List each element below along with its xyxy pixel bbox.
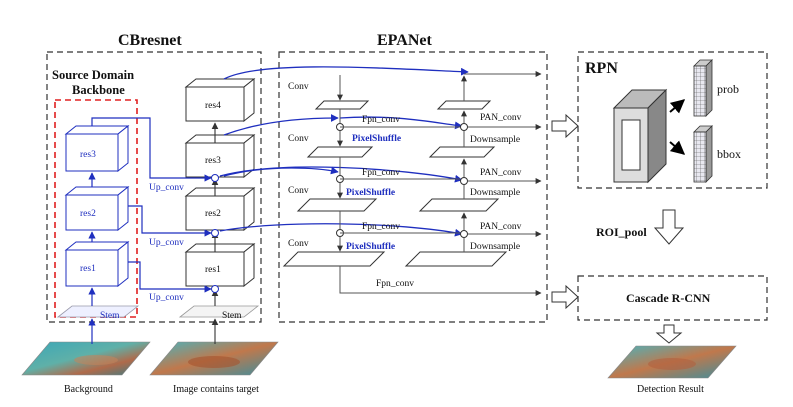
epa-sum-right-2 xyxy=(460,177,468,185)
link-res3-pan xyxy=(339,116,463,130)
rpn-title: RPN xyxy=(585,60,618,77)
target-image xyxy=(149,341,279,376)
source-domain-label-2: Backbone xyxy=(72,83,125,97)
rpn-arrow-prob xyxy=(669,99,686,114)
cascade-label: Cascade R-CNN xyxy=(626,291,711,305)
conv-label-1: Conv xyxy=(288,82,309,92)
pan-plate-4 xyxy=(404,251,508,267)
detection-result-image xyxy=(607,345,737,379)
fpn-plate-4 xyxy=(282,251,386,267)
epa-sum-right-3 xyxy=(460,230,468,238)
cascade-container xyxy=(577,275,768,321)
link-res2 xyxy=(223,166,339,177)
prob-grid-block xyxy=(693,59,713,117)
fpn-plate-1 xyxy=(314,100,370,110)
fpn-conv-label-2: Fpn_conv xyxy=(362,168,400,178)
target-res2-label: res2 xyxy=(205,209,221,219)
pan-plate-1 xyxy=(436,100,492,110)
source-res2-label: res2 xyxy=(80,209,96,219)
target-res3-label: res3 xyxy=(205,156,221,166)
pixelshuffle-label-3: PixelShuffle xyxy=(346,242,395,252)
source-res2-block: res2 xyxy=(64,185,130,232)
pan-conv-label-3: PAN_conv xyxy=(480,222,522,232)
roi-pool-label: ROI_pool xyxy=(596,225,647,239)
target-res2-block: res2 xyxy=(184,186,256,232)
bbox-grid-block xyxy=(693,125,713,183)
source-res1-label: res1 xyxy=(80,264,96,274)
rpn-arrow-bbox xyxy=(669,140,686,155)
epanet-container xyxy=(278,51,548,323)
upconv-label-3: Up_conv xyxy=(149,293,184,303)
conv-label-4: Conv xyxy=(288,239,309,249)
target-res3-block: res3 xyxy=(184,133,256,179)
target-stem-plate xyxy=(178,305,260,318)
pan-conv-label-2: PAN_conv xyxy=(480,168,522,178)
target-stem-label: Stem xyxy=(222,311,242,321)
fpn-plate-2 xyxy=(306,146,374,158)
pan-conv-label-1: PAN_conv xyxy=(480,113,522,123)
bbox-label: bbox xyxy=(717,147,741,161)
source-res1-block: res1 xyxy=(64,240,130,288)
prob-label: prob xyxy=(717,82,739,96)
link-res4-top xyxy=(223,66,469,80)
fpn-conv-label-3: Fpn_conv xyxy=(362,222,400,232)
block-arrow-rpn-down xyxy=(653,209,685,245)
sum-node-res3 xyxy=(211,174,219,182)
fpn-plate-3 xyxy=(296,198,378,212)
conv-label-3: Conv xyxy=(288,186,309,196)
downsample-label-2: Downsample xyxy=(470,188,520,198)
background-caption: Background xyxy=(64,384,113,395)
pixelshuffle-label-1: PixelShuffle xyxy=(352,134,401,144)
cbresnet-title: CBresnet xyxy=(118,32,182,49)
upconv-label-1: Up_conv xyxy=(149,183,184,193)
downsample-label-3: Downsample xyxy=(470,242,520,252)
sum-node-res1 xyxy=(211,285,219,293)
detection-result-caption: Detection Result xyxy=(637,384,704,395)
upconv-res2-line xyxy=(128,205,212,237)
pan-plate-2 xyxy=(428,146,496,158)
epa-sum-right-1 xyxy=(460,123,468,131)
upconv-res1-line xyxy=(128,261,212,293)
downsample-label-1: Downsample xyxy=(470,135,520,145)
block-arrow-to-cascade xyxy=(551,284,579,310)
source-stem-plate xyxy=(56,305,140,318)
sum-node-res2 xyxy=(211,229,219,237)
block-arrow-to-rpn xyxy=(551,113,579,139)
target-res1-block: res1 xyxy=(184,242,256,288)
source-res3-label: res3 xyxy=(80,150,96,160)
rpn-feature-block xyxy=(612,88,668,184)
cbresnet-container xyxy=(46,51,262,323)
rpn-container xyxy=(577,51,768,189)
upconv-label-2: Up_conv xyxy=(149,238,184,248)
target-res4-label: res4 xyxy=(205,101,221,111)
epanet-title: EPANet xyxy=(377,32,432,49)
source-domain-label-1: Source Domain xyxy=(52,68,134,82)
fpn-conv-label-4: Fpn_conv xyxy=(376,279,414,289)
fpn-conv-label-1: Fpn_conv xyxy=(362,115,400,125)
upconv-res3-line xyxy=(91,117,212,182)
source-res3-block: res3 xyxy=(64,124,130,173)
background-image xyxy=(21,341,151,376)
target-res1-label: res1 xyxy=(205,265,221,275)
pixelshuffle-label-2: PixelShuffle xyxy=(346,188,395,198)
block-arrow-cascade-down xyxy=(655,324,683,344)
pan-plate-3 xyxy=(418,198,500,212)
source-stem-label: Stem xyxy=(100,311,120,321)
target-image-caption: Image contains target xyxy=(173,384,259,395)
conv-label-2: Conv xyxy=(288,134,309,144)
fpn-line-4 xyxy=(339,266,542,296)
link-res3 xyxy=(223,114,339,136)
target-res4-block: res4 xyxy=(184,77,256,123)
